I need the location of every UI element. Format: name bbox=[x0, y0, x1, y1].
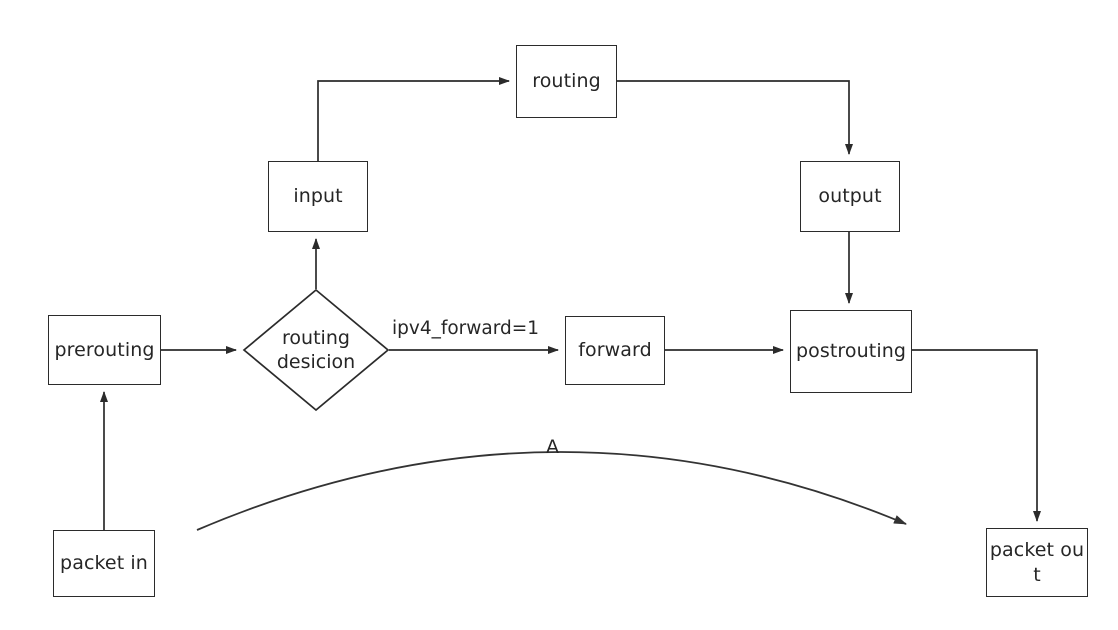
node-packet-in-label: packet in bbox=[60, 552, 148, 575]
node-routing-decision-label: routing desicion bbox=[276, 326, 356, 373]
node-routing-label: routing bbox=[532, 70, 601, 93]
diamond-shape bbox=[242, 288, 390, 412]
edge-label-arc-a: A bbox=[546, 436, 559, 458]
edge-postrouting-to-packet-out bbox=[912, 349, 1041, 522]
node-forward[interactable]: forward bbox=[565, 316, 665, 385]
edge-routing-to-output bbox=[617, 80, 853, 155]
node-postrouting[interactable]: postrouting bbox=[790, 310, 912, 393]
node-postrouting-label: postrouting bbox=[795, 340, 907, 363]
node-input-label: input bbox=[293, 185, 343, 208]
node-input[interactable]: input bbox=[268, 161, 368, 232]
node-prerouting-label: prerouting bbox=[54, 338, 155, 361]
edge-label-ipv4-forward: ipv4_forward=1 bbox=[391, 318, 541, 339]
node-packet-in[interactable]: packet in bbox=[53, 530, 155, 597]
node-packet-out-label: packet out bbox=[989, 539, 1085, 586]
edge-arc-a bbox=[196, 451, 907, 531]
node-output[interactable]: output bbox=[800, 161, 900, 232]
node-forward-label: forward bbox=[578, 339, 652, 362]
node-routing[interactable]: routing bbox=[516, 45, 617, 118]
node-output-label: output bbox=[818, 185, 882, 208]
node-prerouting[interactable]: prerouting bbox=[48, 315, 161, 385]
edge-input-to-routing bbox=[317, 77, 510, 161]
node-routing-decision[interactable]: routing desicion bbox=[242, 288, 390, 412]
node-packet-out[interactable]: packet out bbox=[986, 528, 1088, 597]
